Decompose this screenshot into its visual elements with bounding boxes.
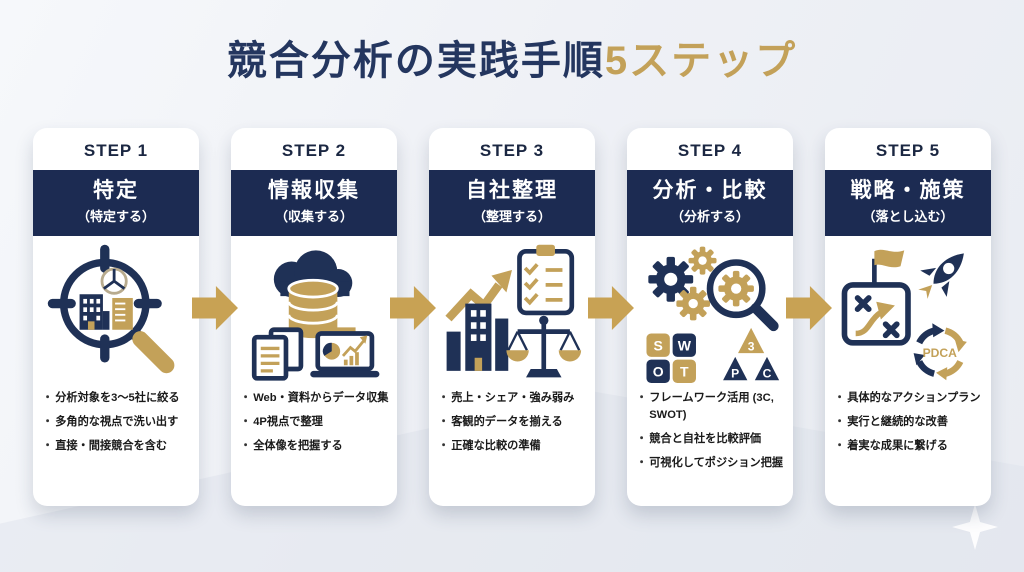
page-title-main: 競合分析の実践手順 (226, 39, 605, 83)
bullet-item: ・フレームワーク活用 (3C, SWOT) (636, 390, 787, 424)
bullet-item: ・競合と自社を比較評価 (636, 431, 787, 448)
cloud-database-icon (251, 250, 380, 381)
step-subtitle: （整理する） (472, 209, 551, 225)
bullet-item: ・分析対象を3〜5社に絞る (42, 390, 193, 407)
bullet-item: ・実行と継続的な改善 (834, 414, 985, 431)
pyramid-c-label: C (763, 367, 772, 381)
bullet-marker: ・ (834, 415, 846, 428)
step-banner: 戦略・施策 （落とし込む） (825, 170, 991, 237)
bullet-item: ・客観的データを揃える (438, 414, 589, 431)
bullet-text: 売上・シェア・強み弱み (451, 392, 575, 405)
bullet-text: 可視化してポジション把握 (649, 456, 784, 469)
step-card-2: STEP 2 情報収集 （収集する） (231, 128, 397, 506)
step-bullets: ・売上・シェア・強み弱み ・客観的データを揃える ・正確な比較の準備 (429, 388, 595, 461)
step-subtitle: （分析する） (670, 209, 749, 225)
step-bullets: ・Web・資料からデータ収集 ・4P視点で整理 ・全体像を把握する (231, 388, 397, 461)
steps-row: STEP 1 特定 （特定する） (33, 128, 991, 506)
step-card-5: STEP 5 戦略・施策 （落とし込む） (825, 128, 991, 506)
step-title: 特定 (93, 179, 139, 202)
step-icon-box: PDCA (825, 236, 991, 388)
step-subtitle: （特定する） (76, 209, 155, 225)
step-title: 自社整理 (466, 179, 558, 202)
pdca-label: PDCA (923, 346, 958, 360)
step-label: STEP 1 (83, 141, 149, 160)
bullet-item: ・4P視点で整理 (240, 414, 391, 431)
bullet-marker: ・ (240, 439, 252, 452)
step-banner: 分析・比較 （分析する） (627, 170, 793, 237)
bullet-item: ・多角的な視点で洗い出す (42, 414, 193, 431)
sparkle-icon (952, 504, 998, 550)
step-bullets: ・フレームワーク活用 (3C, SWOT) ・競合と自社を比較評価 ・可視化して… (627, 388, 793, 478)
bullet-item: ・直接・間接競合を含む (42, 438, 193, 455)
step-card-1: STEP 1 特定 （特定する） (33, 128, 199, 506)
bullet-text: フレームワーク活用 (3C, SWOT) (649, 392, 774, 421)
bullet-marker: ・ (438, 439, 450, 452)
bullet-text: 正確な比較の準備 (451, 439, 541, 452)
bullet-item: ・売上・シェア・強み弱み (438, 390, 589, 407)
swot-t-label: T (680, 364, 689, 380)
step-title: 戦略・施策 (850, 179, 966, 202)
target-magnifier-icon (47, 244, 175, 374)
bullet-marker: ・ (636, 392, 648, 405)
bullet-text: 競合と自社を比較評価 (649, 432, 762, 445)
bullet-item: ・可視化してポジション把握 (636, 455, 787, 472)
bullet-item: ・具体的なアクションプラン (834, 390, 985, 407)
step-subtitle: （落とし込む） (862, 209, 954, 225)
bullet-text: 実行と継続的な改善 (847, 415, 948, 428)
gears-swot-magnifier-icon: S W O T 3 P C (646, 246, 780, 384)
strategy-rocket-pdca-icon: PDCA (841, 249, 967, 381)
bullet-item: ・Web・資料からデータ収集 (240, 390, 391, 407)
bullet-marker: ・ (42, 392, 54, 405)
bullet-text: 4P視点で整理 (253, 415, 323, 428)
step-card-3: STEP 3 自社整理 （整理する） (429, 128, 595, 506)
bullet-text: 分析対象を3〜5社に絞る (55, 392, 180, 405)
pyramid-p-label: P (731, 367, 739, 381)
bullet-marker: ・ (240, 415, 252, 428)
bullet-text: Web・資料からデータ収集 (253, 392, 389, 405)
step-title: 情報収集 (268, 179, 360, 202)
step-banner: 自社整理 （整理する） (429, 170, 595, 237)
page-title-accent: 5ステップ (604, 39, 798, 83)
bullet-text: 客観的データを揃える (451, 415, 563, 428)
pyramid-3-label: 3 (748, 339, 755, 353)
bullet-marker: ・ (42, 415, 54, 428)
bullet-marker: ・ (834, 439, 846, 452)
step-icon-box (231, 236, 397, 388)
bullet-text: 多角的な視点で洗い出す (55, 415, 179, 428)
bullet-marker: ・ (42, 439, 54, 452)
swot-o-label: O (653, 364, 664, 380)
swot-w-label: W (678, 337, 692, 353)
step-label: STEP 3 (479, 141, 545, 160)
bullet-marker: ・ (438, 392, 450, 405)
bullet-item: ・全体像を把握する (240, 438, 391, 455)
bullet-text: 具体的なアクションプラン (847, 392, 981, 405)
step-label: STEP 2 (281, 141, 347, 160)
step-subtitle: （収集する） (274, 209, 353, 225)
bullet-marker: ・ (834, 392, 846, 405)
step-card-4: STEP 4 分析・比較 （分析する） (627, 128, 793, 506)
step-icon-box: S W O T 3 P C (627, 236, 793, 388)
step-label: STEP 5 (875, 141, 941, 160)
swot-s-label: S (653, 337, 662, 353)
step-bullets: ・具体的なアクションプラン ・実行と継続的な改善 ・着実な成果に繋げる (825, 388, 991, 461)
bullet-marker: ・ (636, 456, 648, 469)
step-banner: 特定 （特定する） (33, 170, 199, 237)
bullet-marker: ・ (438, 415, 450, 428)
bullet-text: 着実な成果に繋げる (847, 439, 948, 452)
bullet-marker: ・ (240, 392, 252, 405)
bullet-item: ・着実な成果に繋げる (834, 438, 985, 455)
step-bullets: ・分析対象を3〜5社に絞る ・多角的な視点で洗い出す ・直接・間接競合を含む (33, 388, 199, 461)
bullet-text: 直接・間接競合を含む (55, 439, 168, 452)
page-title: 競合分析の実践手順5ステップ (0, 0, 1024, 86)
step-banner: 情報収集 （収集する） (231, 170, 397, 237)
growth-clipboard-balance-icon (445, 244, 582, 378)
step-icon-box (429, 236, 595, 388)
bullet-marker: ・ (636, 432, 648, 445)
bullet-item: ・正確な比較の準備 (438, 438, 589, 455)
step-title: 分析・比較 (652, 179, 768, 202)
step-label: STEP 4 (677, 141, 743, 160)
step-icon-box (33, 236, 199, 388)
bullet-text: 全体像を把握する (253, 439, 343, 452)
